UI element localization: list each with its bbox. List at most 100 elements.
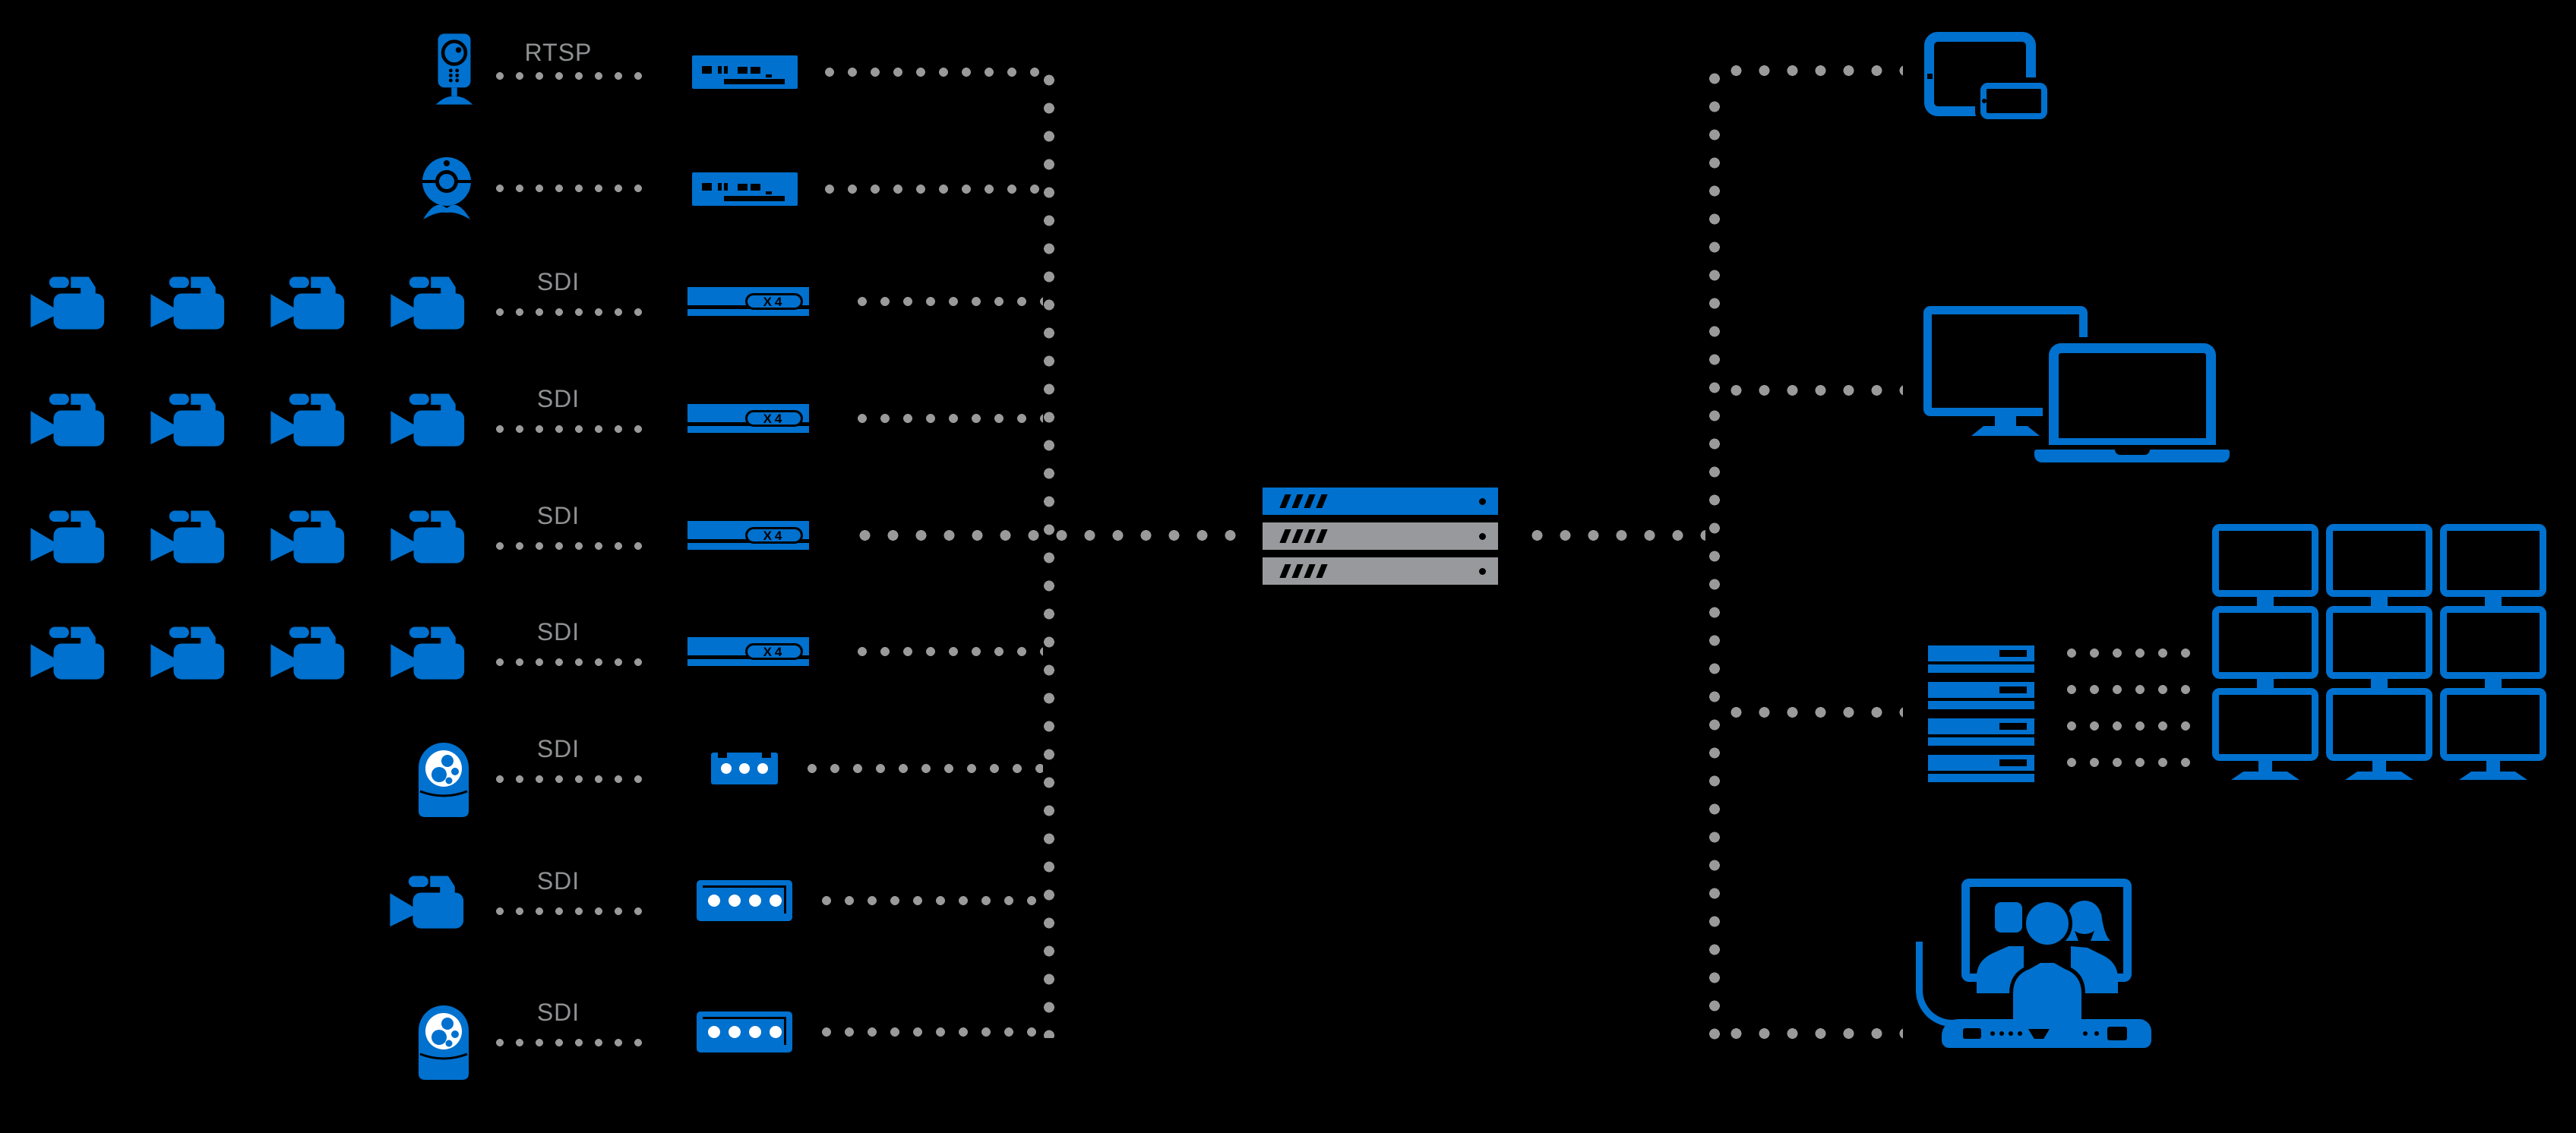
smartphone-icon [1980, 83, 2047, 119]
decoder-unit-4b [1928, 774, 2034, 782]
monitor-stand [1971, 426, 2040, 436]
decoder-wall-link-3 [2060, 720, 2192, 732]
dotted-link [490, 774, 653, 784]
decoder-unit-4 [1928, 755, 2034, 771]
wall-stand-neck [2486, 761, 2500, 772]
streaming-server-unit-3 [1263, 557, 1498, 585]
video-wall-screen [2212, 688, 2318, 761]
tablet-camera-dot [1927, 74, 1933, 79]
branch-desktop-link [1722, 384, 1903, 396]
dotted-link [815, 1026, 1043, 1038]
protocol-label-sdi: SDI [536, 502, 580, 529]
right-trunk-line [1708, 65, 1721, 1040]
dotted-link [490, 424, 653, 434]
branch-conference-link [1722, 1027, 1903, 1040]
dotted-link [851, 412, 1043, 424]
sdi-camera-icon [139, 501, 238, 570]
dotted-link [815, 895, 1043, 907]
wall-stand-base [2231, 772, 2299, 780]
sdi-camera-icon [139, 384, 238, 453]
video-wall-screen [2326, 688, 2432, 761]
conference-codec-icon [1942, 1019, 2151, 1048]
compact-encoder [711, 753, 778, 784]
sdi-camera-icon [19, 617, 118, 686]
wall-stand-neck [2372, 761, 2386, 772]
laptop-base [2034, 450, 2230, 462]
streaming-server-unit-1 [1263, 488, 1498, 515]
conference-participants-icon [1977, 898, 2118, 1023]
decoder-unit-2 [1928, 682, 2034, 698]
encoder-panel-line [703, 1017, 786, 1045]
x4-badge: X4 [745, 527, 803, 544]
phone-camera-dot [1982, 99, 1987, 103]
wall-stand-base [2459, 772, 2527, 780]
dotted-link [490, 1037, 653, 1048]
dotted-link [490, 71, 653, 81]
dotted-link [490, 906, 653, 917]
branch-mobile-link [1722, 65, 1903, 77]
encoder-chassis [687, 426, 809, 433]
dotted-link [490, 307, 653, 317]
video-wall-screen [2212, 606, 2318, 679]
x4-badge: X4 [745, 410, 803, 427]
conference-cable [1916, 942, 1963, 1027]
decoder-unit-1b [1928, 664, 2034, 673]
sdi-camera-icon [259, 267, 358, 336]
dotted-link [818, 183, 1043, 195]
video-wall-screen [2440, 524, 2546, 597]
sdi-camera-icon [19, 501, 118, 570]
decoder-wall-link-2 [2060, 683, 2192, 696]
branch-videowall-link [1722, 706, 1903, 718]
portable-encoder-2 [697, 1011, 792, 1053]
protocol-label-sdi: SDI [536, 735, 580, 762]
rack-encoder-1 [692, 55, 798, 89]
sdi-camera-icon [19, 384, 118, 453]
ptz-dome-camera-icon [419, 1005, 469, 1080]
sdi-camera-icon [379, 501, 478, 570]
protocol-label-sdi: SDI [536, 385, 580, 412]
dotted-link [490, 183, 653, 194]
webcam-icon [420, 156, 473, 219]
wall-neck [2485, 597, 2502, 606]
wall-stand-base [2345, 772, 2413, 780]
protocol-label-sdi: SDI [536, 999, 580, 1026]
wall-neck [2257, 597, 2274, 606]
laptop-notch [2114, 450, 2150, 455]
rack-encoder-2 [692, 172, 798, 206]
streaming-server-unit-2 [1263, 522, 1498, 550]
sdi-camera-icon [259, 501, 358, 570]
camcorder-icon [378, 866, 477, 935]
x4-sdi-encoder-3: X4 [687, 521, 809, 550]
dotted-link [851, 645, 1043, 658]
x4-badge: X4 [745, 643, 803, 660]
video-wall-screen [2440, 688, 2546, 761]
ip-camera-icon [433, 33, 476, 105]
decoder-unit-3b [1928, 737, 2034, 746]
sdi-camera-icon [139, 617, 238, 686]
x4-badge: X4 [745, 293, 803, 310]
dotted-link [801, 762, 1043, 775]
video-wall-screen [2212, 524, 2318, 597]
protocol-label-sdi: SDI [536, 867, 580, 895]
encoder-chassis [687, 543, 809, 550]
decoder-wall-link-1 [2060, 647, 2192, 659]
decoder-unit-1 [1928, 645, 2034, 661]
wall-neck [2371, 679, 2388, 688]
dotted-link [490, 541, 653, 551]
sdi-camera-icon [259, 384, 358, 453]
portable-encoder-1 [697, 880, 792, 921]
ptz-dome-camera-icon [419, 743, 469, 817]
protocol-label-sdi: SDI [536, 268, 580, 295]
protocol-label-sdi: SDI [536, 618, 580, 645]
sdi-camera-icon [19, 267, 118, 336]
dotted-link [490, 657, 653, 667]
sdi-camera-icon [259, 617, 358, 686]
encoder-chassis [687, 659, 809, 666]
dotted-link [818, 66, 1043, 78]
encoder-panel-line [703, 885, 786, 914]
sdi-camera-icon [139, 267, 238, 336]
wall-neck [2485, 679, 2502, 688]
server-to-outputs-link [1523, 529, 1705, 541]
x4-sdi-encoder-1: X4 [687, 287, 809, 316]
